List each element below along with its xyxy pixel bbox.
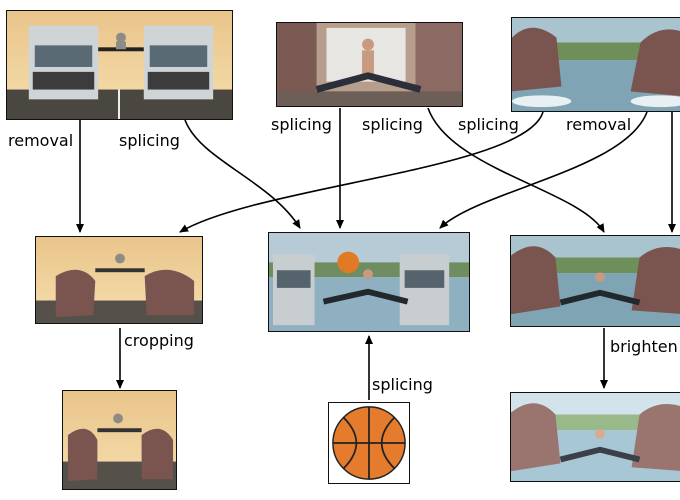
arrow-splicing-hippo [179, 111, 544, 233]
edge-label-splicing-ball: splicing [372, 375, 433, 394]
image-trucks-man-ball [268, 232, 470, 332]
image-basketball [328, 402, 410, 484]
edge-label-splicing-man-right: splicing [362, 115, 423, 134]
edge-label-splicing-trucks: splicing [119, 131, 180, 150]
edge-label-removal-right: removal [566, 115, 632, 134]
image-trucks [6, 10, 233, 120]
arrow-splicing-trucks [184, 119, 301, 229]
edge-label-brighten: brighten [610, 337, 678, 356]
arrow-removal-right [439, 111, 648, 229]
image-man [276, 22, 463, 107]
edge-label-removal-left: removal [8, 131, 74, 150]
image-hippos [511, 17, 680, 112]
edge-label-cropping: cropping [124, 331, 194, 350]
edge-label-splicing-man: splicing [271, 115, 332, 134]
image-trucks-hippos [35, 236, 203, 324]
edge-label-splicing-hippo: splicing [458, 115, 519, 134]
image-brightened [510, 392, 680, 482]
image-hippos-man [510, 235, 680, 327]
arrow-splicing-man-right [427, 107, 605, 233]
image-cropped [62, 390, 177, 490]
